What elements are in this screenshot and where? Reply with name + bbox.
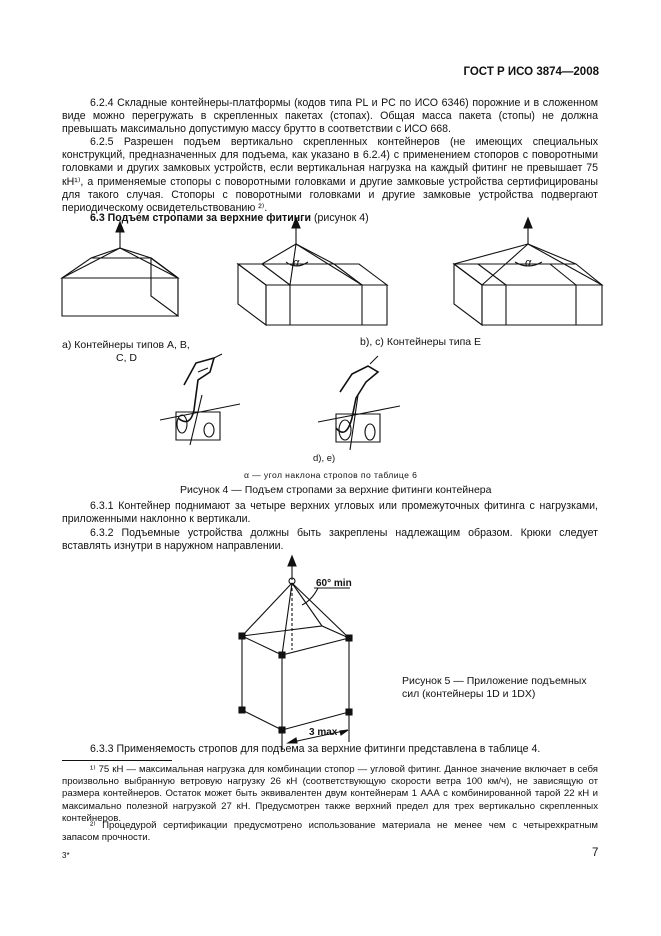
figure4a-label-line1: a) Контейнеры типов A, B, [62,339,190,351]
footnote-separator [62,760,172,761]
paragraph-6-3-2: 6.3.2 Подъемные устройства должны быть з… [62,527,598,553]
paragraph-6-3-3: 6.3.3 Применяемость стропов для подъема … [90,743,541,755]
figure4bc-label: b), c) Контейнеры типа E [360,336,482,348]
figure5-angle-label: 60° min [316,578,352,589]
paragraph-6-2-5: 6.2.5 Разрешен подъем вертикально скрепл… [62,136,598,215]
footnote-1: ¹⁾ 75 кН — максимальная нагрузка для ком… [62,764,598,824]
footnote-2: ²⁾ Процедурой сертификации предусмотрено… [62,820,598,844]
figure5-caption-line2: сил (контейнеры 1D и 1DX) [402,688,536,700]
sheet-mark: 3* [62,851,70,860]
page-number: 7 [592,847,599,859]
section-6-3-heading: 6.3 Подъем стропами за верхние фитинги (… [90,212,590,225]
figure4-caption: Рисунок 4 — Подъем стропами за верхние ф… [180,484,492,496]
paragraph-6-3-1: 6.3.1 Контейнер поднимают за четыре верх… [62,500,598,526]
figure4de-label: d), e) [313,453,336,464]
figure4b-alpha-label: α [293,257,300,269]
paragraph-6-2-4: 6.2.4 Складные контейнеры-платформы (код… [62,97,598,136]
figure5-caption-line1: Рисунок 5 — Приложение подъемных [402,675,587,687]
figure4a-label-line2: C, D [116,352,137,364]
figure4c-alpha-label: α [525,257,532,269]
figure4-legend: α — угол наклона стропов по таблице 6 [244,470,418,480]
section-6-3-figure-ref: (рисунок 4) [311,212,369,224]
document-id: ГОСТ Р ИСО 3874—2008 [463,66,599,78]
figure5-dimension-label: 3 max [309,727,338,738]
section-6-3-title: 6.3 Подъем стропами за верхние фитинги [90,212,312,224]
